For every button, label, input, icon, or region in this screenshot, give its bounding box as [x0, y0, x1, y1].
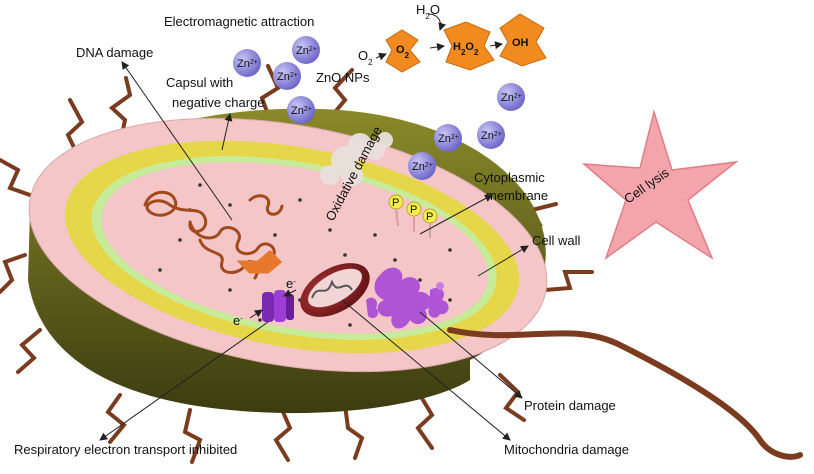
- cell-lysis-star: [581, 109, 739, 260]
- svg-text:Zn2+: Zn2+: [501, 92, 522, 104]
- protein-cluster: [366, 267, 449, 329]
- respiratory-transport-label: Respiratory electron transport inhibited: [14, 442, 237, 457]
- cytoplasm-particles: [158, 183, 452, 327]
- cytoplasmic-label-line2: membrane: [486, 188, 548, 203]
- zn-ion: Zn2+: [497, 83, 525, 111]
- h2o2-label: H2O2: [453, 41, 479, 57]
- ros-chain: O2 H2O2 OH O2 H2O: [358, 2, 547, 73]
- cell-wall-label: Cell wall: [532, 233, 581, 248]
- flagellum-tail: [447, 327, 803, 460]
- svg-text:Zn2+: Zn2+: [291, 105, 312, 117]
- mitochondria-damage-label: Mitochondria damage: [504, 442, 629, 457]
- oh-label: OH: [512, 37, 529, 49]
- o2-label: O2: [358, 48, 373, 67]
- zn-ion: Zn2+: [273, 62, 301, 90]
- svg-text:Zn2+: Zn2+: [277, 71, 298, 83]
- oh-radical-tile: [499, 13, 547, 67]
- cytoplasmic-label-line1: Cytoplasmic: [474, 170, 545, 185]
- h2o2-tile: [443, 21, 495, 71]
- phosphate-groups: P P P: [388, 194, 438, 238]
- water-label: H2O: [416, 2, 440, 21]
- zno-nps-label: ZnO NPs: [316, 70, 370, 85]
- electron-label-1: e-: [286, 276, 296, 291]
- svg-text:Zn2+: Zn2+: [481, 130, 502, 142]
- phosphate-label-3: P: [426, 211, 433, 223]
- svg-text:Zn2+: Zn2+: [296, 45, 317, 57]
- dna-damage-label: DNA damage: [76, 45, 153, 60]
- phosphate-label-2: P: [410, 204, 417, 216]
- o2-radical-tile: [385, 29, 421, 73]
- zinc-ions: Zn2+ Zn2+ Zn2+ Zn2+ Zn2+ Zn2+ Zn2+ Zn2+: [233, 36, 525, 180]
- o2-radical-label: O2: [396, 44, 410, 60]
- protein-damage-label: Protein damage: [524, 398, 616, 413]
- zn-ion: Zn2+: [434, 124, 462, 152]
- electron-transport-channel: [262, 290, 294, 322]
- svg-text:Zn2+: Zn2+: [412, 161, 433, 173]
- electromagnetic-attraction-label: Electromagnetic attraction: [164, 14, 314, 29]
- zn-ion: Zn2+: [292, 36, 320, 64]
- zn-ion: Zn2+: [233, 49, 261, 77]
- oxidative-cloud: [320, 132, 393, 186]
- mitochondrion: [300, 263, 370, 317]
- zn-ion: Zn2+: [287, 96, 315, 124]
- pointer-lines: [99, 61, 529, 441]
- dna-strand: [143, 190, 284, 280]
- phosphate-label-1: P: [392, 197, 399, 209]
- zn-ion: Zn2+: [477, 121, 505, 149]
- zn-ion: Zn2+: [408, 152, 436, 180]
- electron-label-2: e-: [233, 313, 243, 328]
- svg-text:Zn2+: Zn2+: [438, 133, 459, 145]
- capsul-label-line2: negative charge: [172, 95, 265, 110]
- svg-text:Zn2+: Zn2+: [237, 58, 258, 70]
- capsul-label-line1: Capsul with: [166, 75, 233, 90]
